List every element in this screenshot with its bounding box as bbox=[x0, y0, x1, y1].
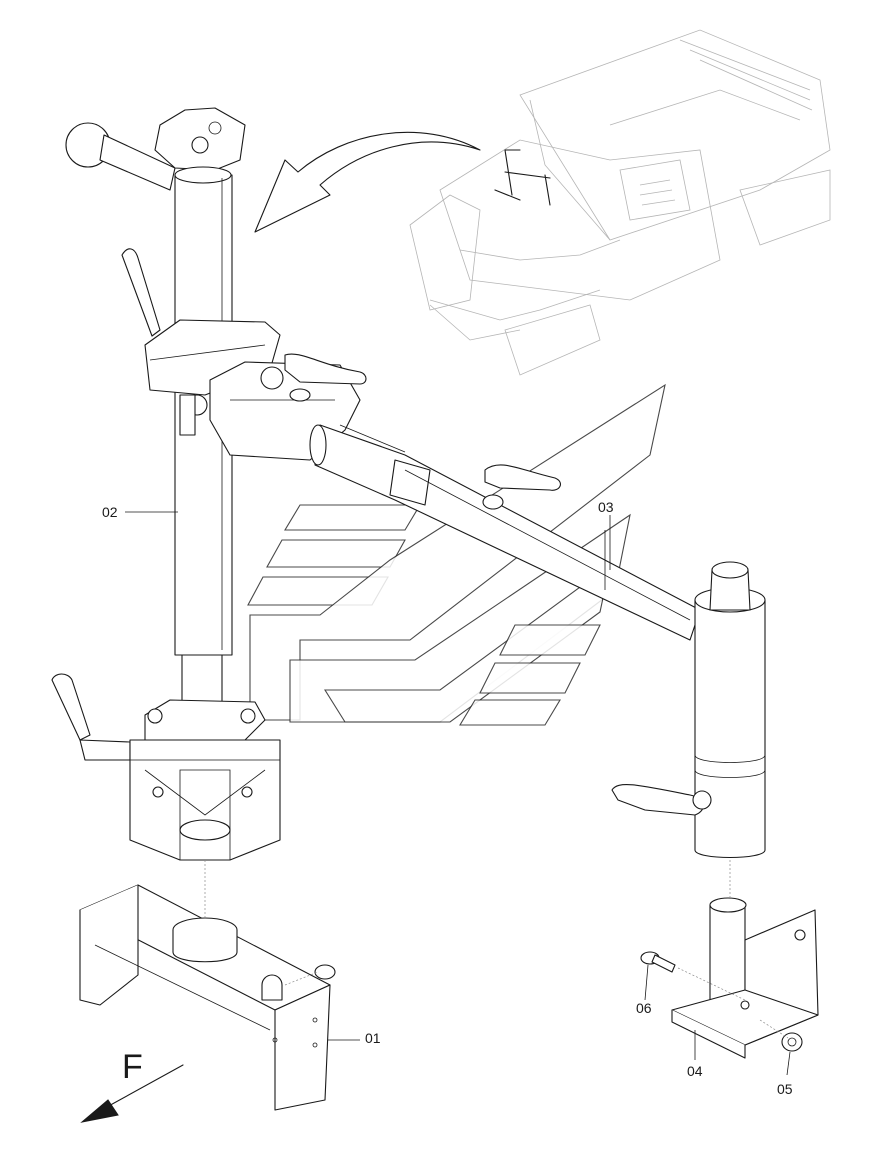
direction-label: F bbox=[122, 1048, 143, 1086]
horizontal-arm-assembly bbox=[209, 353, 766, 859]
vertical-post-assembly bbox=[51, 107, 281, 861]
arrow-down-left-icon bbox=[80, 1064, 184, 1123]
callout-02: 02 bbox=[102, 504, 118, 520]
base-bracket bbox=[79, 884, 336, 1111]
curved-arrow-icon bbox=[254, 131, 481, 233]
assembly-axes bbox=[204, 860, 789, 1039]
machine-overview bbox=[409, 29, 831, 376]
highlighted-mount-icon bbox=[494, 149, 551, 206]
leader-lines bbox=[125, 511, 791, 1076]
callout-05: 05 bbox=[777, 1081, 793, 1097]
callout-03: 03 bbox=[598, 499, 614, 515]
watermark-logo bbox=[247, 383, 666, 726]
holder-bracket bbox=[671, 897, 819, 1059]
callout-04: 04 bbox=[687, 1063, 703, 1079]
callout-06: 06 bbox=[636, 1000, 652, 1016]
callout-01: 01 bbox=[365, 1030, 381, 1046]
screw-part bbox=[640, 951, 676, 973]
